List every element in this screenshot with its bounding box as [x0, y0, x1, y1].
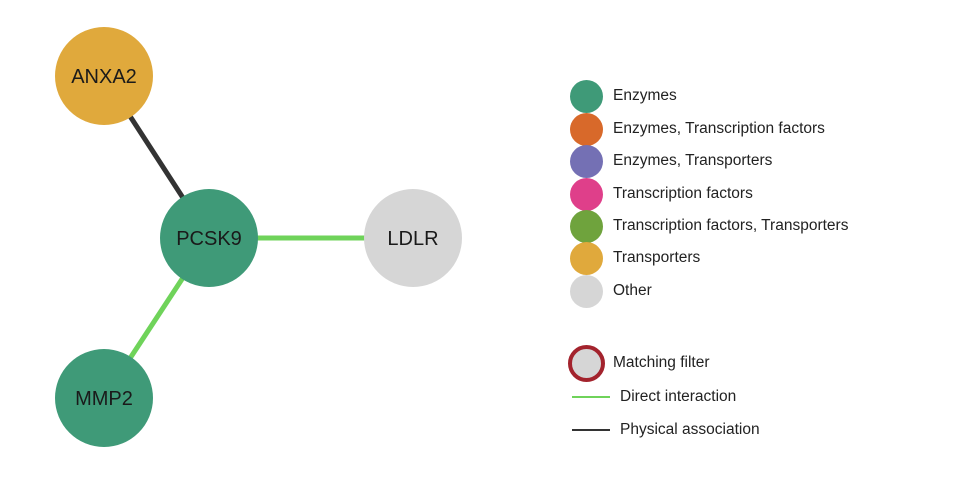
- legend-swatch-transcription-factors: [570, 177, 603, 211]
- legend-label-enzymes: Enzymes: [613, 87, 677, 104]
- legend-swatch-other: [570, 274, 603, 308]
- node-label-mmp2: MMP2: [75, 388, 133, 410]
- legend-item-transcription-factors: Transcription factors: [570, 177, 753, 211]
- legend-label-matching-filter: Matching filter: [613, 354, 710, 371]
- node-mmp2[interactable]: MMP2: [55, 349, 153, 447]
- node-ldlr[interactable]: LDLR: [364, 189, 462, 287]
- legend-label-enzymes-transporters: Enzymes, Transporters: [613, 152, 773, 169]
- legend-label-physical-association: Physical association: [620, 421, 760, 438]
- legend-swatch-matching-filter: [568, 344, 605, 382]
- legend-line-direct-interaction: [572, 396, 610, 398]
- legend-label-transcription-factors-transporters: Transcription factors, Transporters: [613, 217, 849, 234]
- legend-item-physical-association: Physical association: [570, 415, 760, 445]
- legend-item-enzymes-transcription-factors: Enzymes, Transcription factors: [570, 112, 825, 146]
- node-pcsk9[interactable]: PCSK9: [160, 189, 258, 287]
- node-circle-anxa2[interactable]: [55, 27, 153, 125]
- legend-label-transporters: Transporters: [613, 249, 701, 266]
- legend-item-enzymes: Enzymes: [570, 79, 677, 113]
- node-anxa2[interactable]: ANXA2: [55, 27, 153, 125]
- legend-item-enzymes-transporters: Enzymes, Transporters: [570, 144, 773, 178]
- node-circle-ldlr[interactable]: [364, 189, 462, 287]
- legend-line-physical-association: [572, 429, 610, 431]
- legend-label-enzymes-transcription-factors: Enzymes, Transcription factors: [613, 120, 825, 137]
- node-label-anxa2: ANXA2: [71, 66, 137, 88]
- legend-item-transporters: Transporters: [570, 241, 701, 275]
- legend-item-other: Other: [570, 274, 652, 308]
- legend-swatch-enzymes-transcription-factors: [570, 112, 603, 146]
- node-label-ldlr: LDLR: [387, 228, 438, 250]
- legend-swatch-enzymes-transporters: [570, 144, 603, 178]
- legend-label-transcription-factors: Transcription factors: [613, 185, 753, 202]
- legend-label-direct-interaction: Direct interaction: [620, 388, 737, 405]
- legend-label-other: Other: [613, 282, 652, 299]
- legend-item-direct-interaction: Direct interaction: [570, 382, 736, 412]
- node-circle-pcsk9[interactable]: [160, 189, 258, 287]
- node-circle-mmp2[interactable]: [55, 349, 153, 447]
- legend-item-matching-filter: Matching filter: [568, 344, 710, 382]
- legend-swatch-transporters: [570, 241, 603, 275]
- legend-item-transcription-factors-transporters: Transcription factors, Transporters: [570, 209, 849, 243]
- legend-swatch-transcription-factors-transporters: [570, 209, 603, 243]
- node-label-pcsk9: PCSK9: [176, 228, 242, 250]
- legend-swatch-enzymes: [570, 79, 603, 113]
